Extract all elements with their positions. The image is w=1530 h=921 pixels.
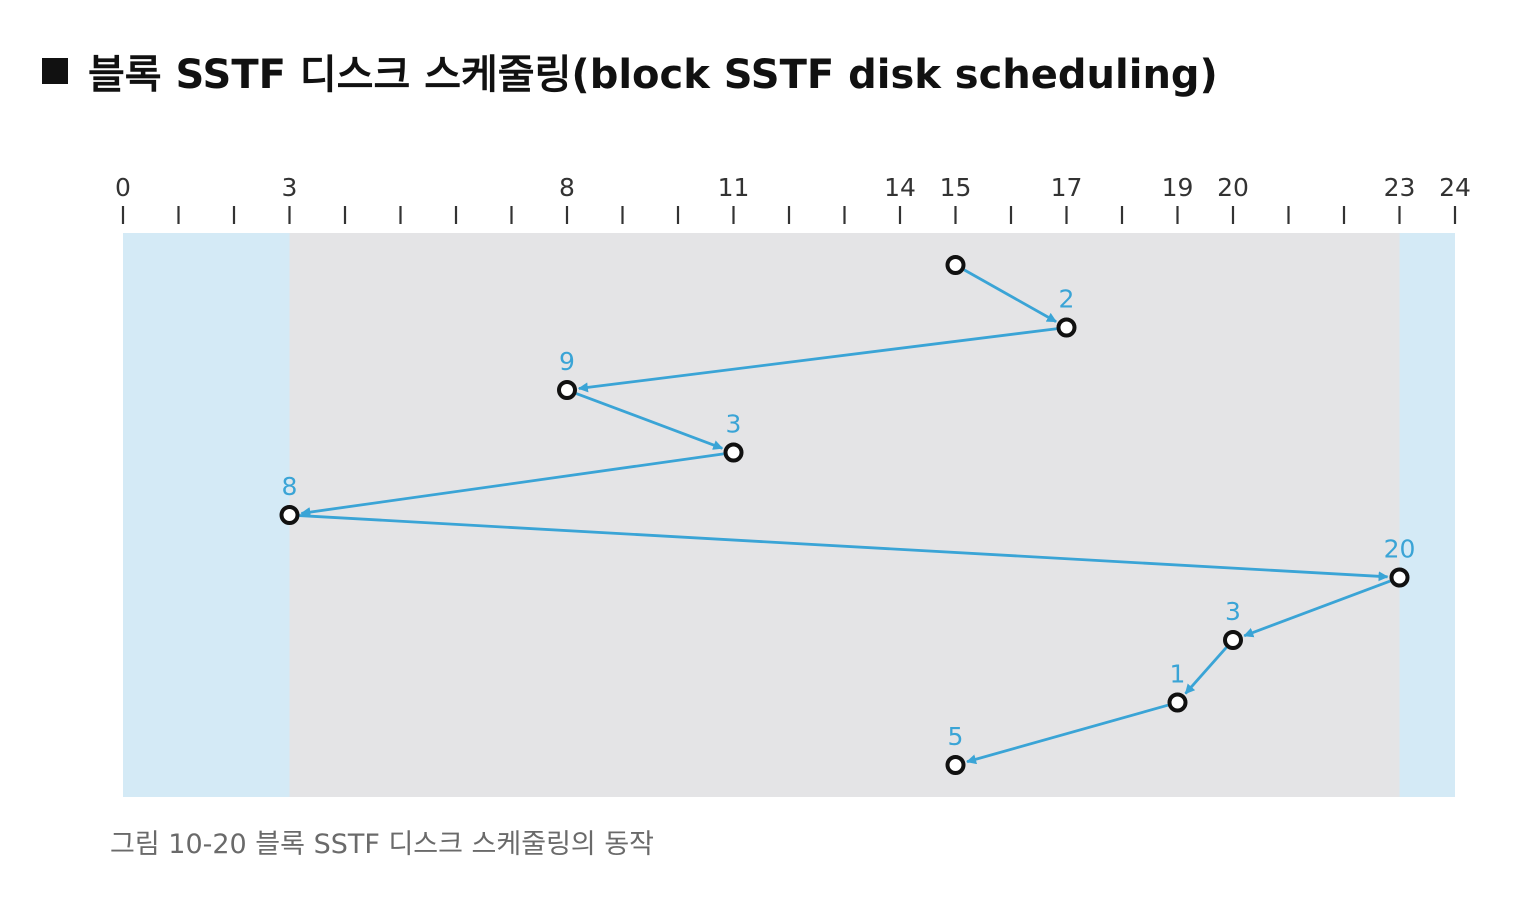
seek-arrow: [1243, 579, 1391, 638]
axis-tick-label: 23: [1384, 173, 1416, 202]
square-bullet-icon: [42, 58, 68, 84]
axis-tick-label: 15: [940, 173, 972, 202]
seek-distance-label: 3: [1225, 597, 1241, 626]
axis-tick-label: 8: [559, 173, 575, 202]
axis-tick-label: 20: [1217, 173, 1249, 202]
seek-distance-label: 3: [726, 410, 742, 439]
seek-arrow: [300, 452, 724, 518]
request-node: [723, 442, 744, 463]
axis-tick-label: 3: [282, 173, 298, 202]
seek-arrow: [577, 327, 1057, 393]
axis-tick-label: 19: [1162, 173, 1194, 202]
seek-arrow: [575, 392, 724, 450]
seek-arrows: [299, 268, 1391, 765]
axis-tick-label: 11: [718, 173, 750, 202]
seek-arrow: [966, 703, 1169, 765]
seek-arrow: [299, 514, 1389, 582]
request-node: [945, 755, 966, 775]
request-node: [557, 380, 577, 400]
figure-caption: 그림 10-20 블록 SSTF 디스크 스케줄링의 동작: [110, 829, 655, 860]
seek-distance-label: 20: [1384, 535, 1416, 564]
seek-distance-label: 5: [948, 722, 964, 751]
page-title: 블록 SSTF 디스크 스케줄링(block SSTF disk schedul…: [42, 42, 1218, 100]
seek-arrow: [963, 268, 1057, 323]
cylinder-axis: 0 3 8 11 14 15 17 19 20 23 24: [115, 173, 1471, 224]
request-node: [945, 255, 966, 275]
axis-tick-label: 17: [1051, 173, 1083, 202]
axis-tick-label: 24: [1439, 173, 1471, 202]
axis-tick-label: 14: [884, 173, 916, 202]
seek-arrow: [1184, 646, 1228, 695]
request-node: [279, 505, 300, 525]
seek-distance-label: 2: [1059, 285, 1075, 314]
seek-distance-label: 9: [559, 347, 575, 376]
seek-distance-label: 8: [282, 472, 298, 501]
seek-distance-labels: 2 9 3 8 20 3 1 5: [282, 285, 1416, 752]
block-range-band: [289, 233, 1400, 797]
title-text: 블록 SSTF 디스크 스케줄링(block SSTF disk schedul…: [88, 52, 1218, 98]
request-node: [1167, 692, 1188, 713]
request-node: [1389, 567, 1410, 588]
request-nodes: [279, 255, 1410, 775]
seek-distance-label: 1: [1170, 660, 1186, 689]
axis-tick-label: 0: [115, 173, 131, 202]
request-node: [1223, 630, 1243, 650]
request-node: [1056, 317, 1077, 338]
